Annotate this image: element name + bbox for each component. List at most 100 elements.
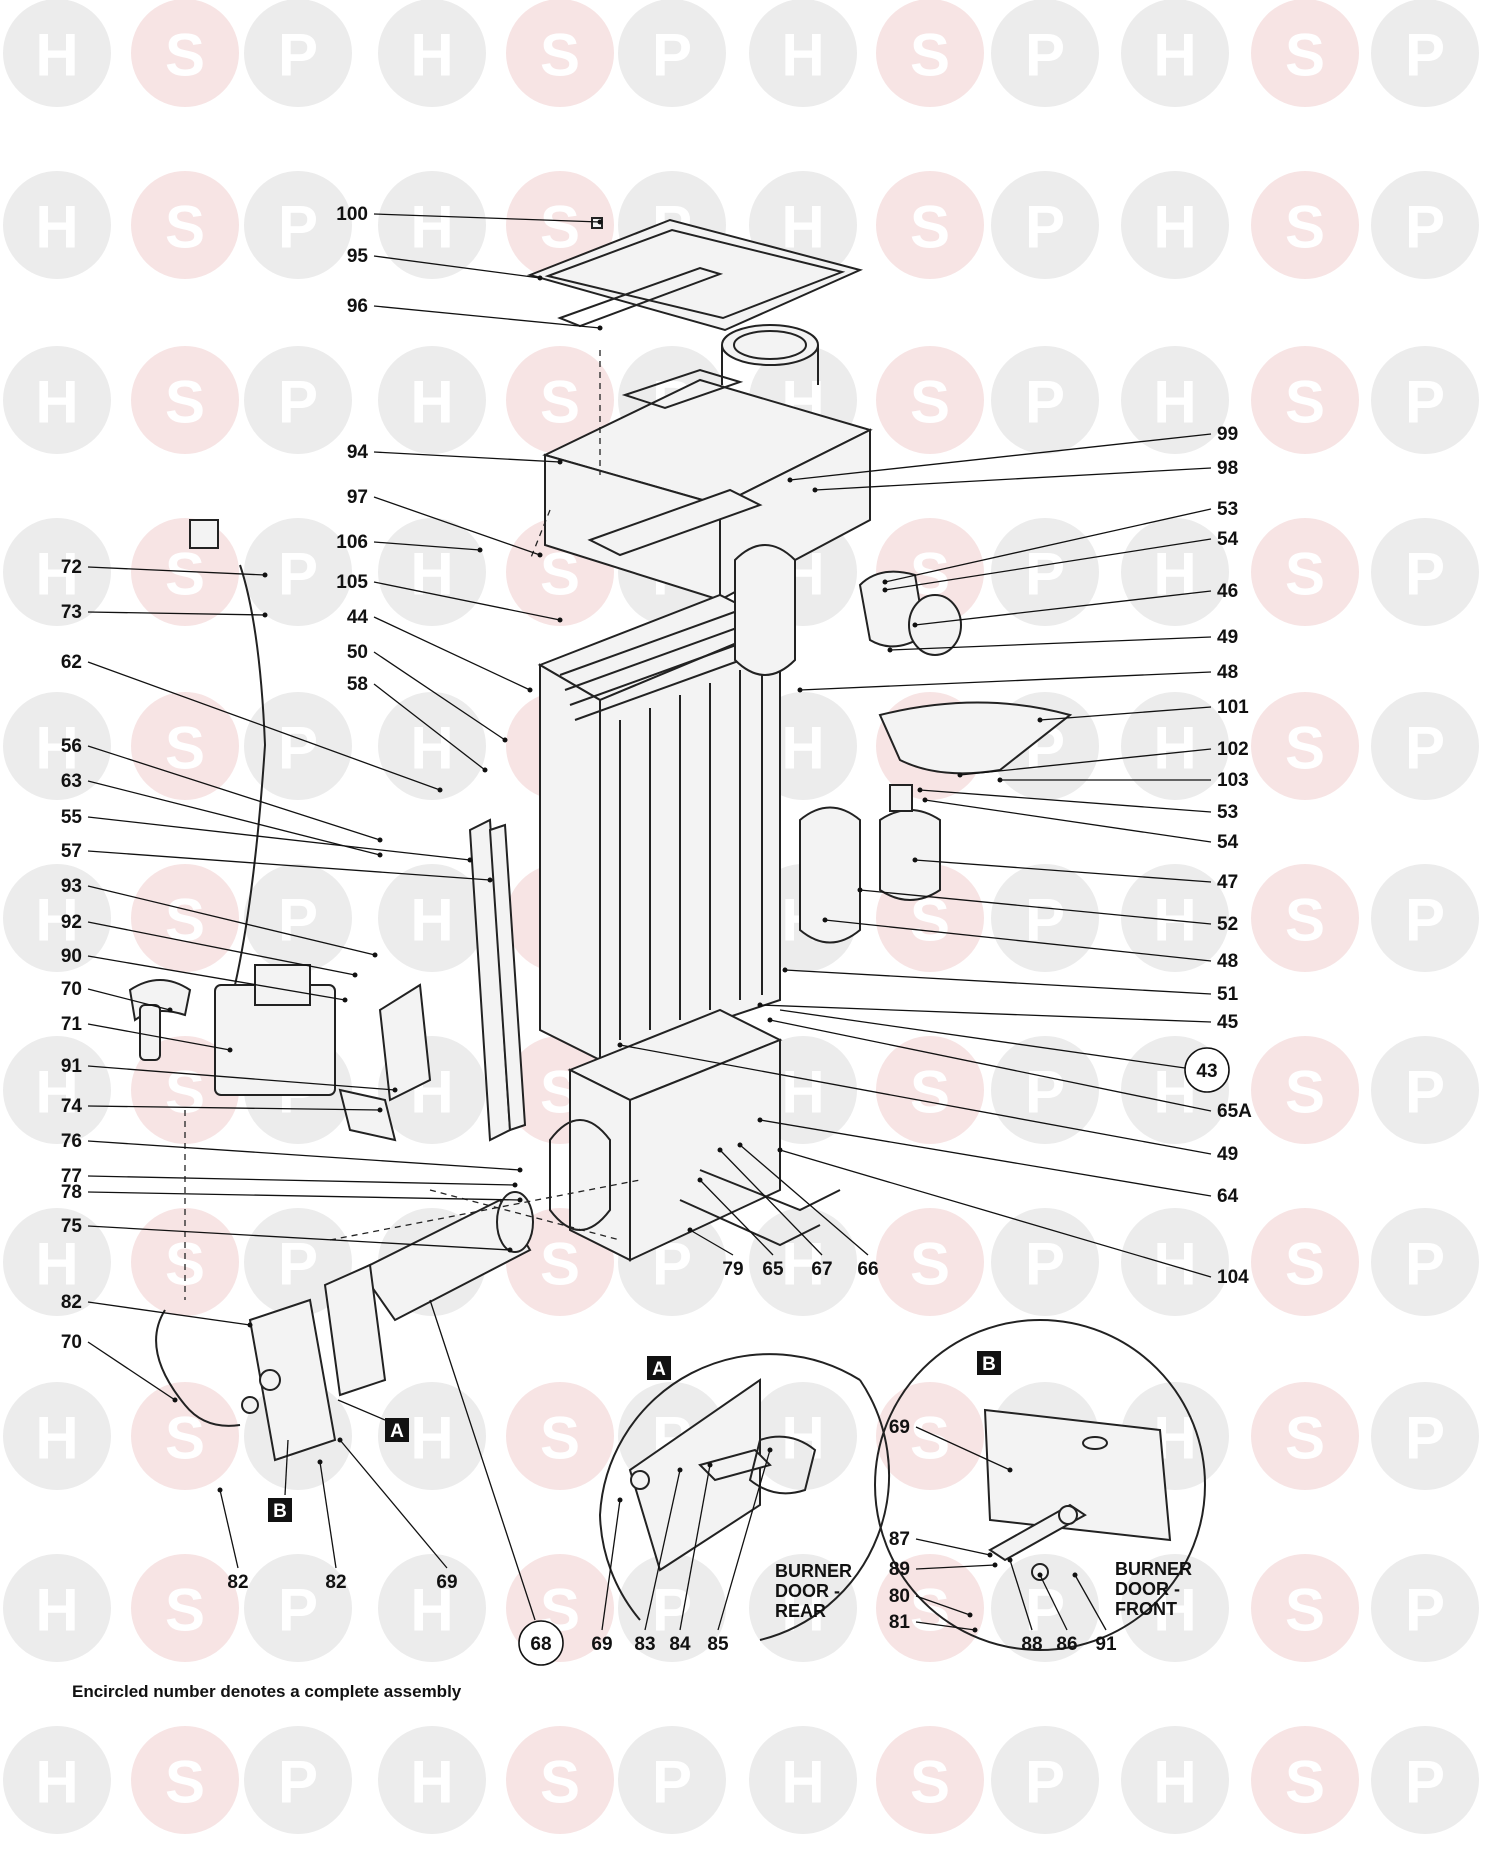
label-inset-a-83: 83 [634,1634,655,1655]
leader-dot [882,587,888,593]
leader-dot [922,797,928,803]
watermark-circle [131,1208,239,1316]
watermark-circle [131,1726,239,1834]
watermark-circle [1371,692,1479,800]
watermark-letter: P [1405,22,1445,89]
watermark-tile: P [1371,1208,1479,1316]
watermark-letter: S [1285,541,1325,608]
watermark-letter: P [1405,541,1445,608]
leader-line [915,1426,1011,1471]
leader-line [87,988,171,1011]
watermark-circle [3,346,111,454]
watermark-tile: S [506,346,614,454]
watermark-circle [1251,171,1359,279]
watermark-circle [378,1726,486,1834]
leader-dot [537,275,543,281]
label-69: 69 [436,1572,457,1593]
leader-dot [767,1017,773,1023]
watermark-letter: S [1285,1405,1325,1472]
watermark-tile: P [1371,1382,1479,1490]
leader-line [373,683,486,771]
label-96: 96 [347,296,368,317]
label-102: 102 [1217,739,1249,760]
label-90: 90 [61,946,82,967]
watermark-letter: P [1405,1749,1445,1816]
label-50: 50 [347,642,368,663]
watermark-circle [378,346,486,454]
label-inset-b-69: 69 [889,1417,910,1438]
watermark-tile: P [1371,1036,1479,1144]
watermark-circle [991,1554,1099,1662]
label-100: 100 [336,204,368,225]
watermark-tile: P [1371,1554,1479,1662]
leader-dot [507,1247,513,1253]
watermark-tile: S [131,1036,239,1144]
watermark-letter: S [1285,369,1325,436]
watermark-circle [506,0,614,107]
leader-line [619,1044,1212,1155]
leader-dot [1072,1572,1078,1578]
watermark-circle [244,346,352,454]
label-56: 56 [61,736,82,757]
leader-line [689,1229,734,1256]
watermark-tile: P [244,171,352,279]
leader-line [799,671,1212,691]
watermark-circle [991,1726,1099,1834]
watermark-letter: H [781,1749,824,1816]
watermark-tile: S [131,1554,239,1662]
leader-line [959,748,1212,776]
leader-dot [687,1227,693,1233]
leader-line [429,1299,536,1621]
watermark-letter: H [35,715,78,782]
watermark-letter: S [165,1405,205,1472]
label-45: 45 [1217,1012,1239,1033]
leader-dot [487,877,493,883]
label-93: 93 [61,876,82,897]
leader-dot [597,219,603,225]
label-52: 52 [1217,914,1238,935]
watermark-circle [3,0,111,107]
watermark-letter: S [910,369,950,436]
watermark-circle [378,1382,486,1490]
watermark-letter: S [910,1059,950,1126]
watermark-tile: P [244,1726,352,1834]
watermark-tile: P [618,1726,726,1834]
watermark-letter: H [781,1059,824,1126]
leader-line [87,816,471,861]
heat-exchanger [537,488,783,1062]
leader-dot [857,887,863,893]
leader-lines [87,213,1212,1633]
watermark-letter: S [1285,1577,1325,1644]
leader-line [779,1009,1186,1069]
leader-dot [482,767,488,773]
watermark-letter: P [278,715,318,782]
label-48: 48 [1217,951,1238,972]
leader-dot [677,1467,683,1473]
leader-dot [317,1459,323,1465]
watermark-tile: S [876,346,984,454]
watermark-circle [378,171,486,279]
leader-line [87,611,266,616]
leader-dot [697,1177,703,1183]
leader-dot [557,459,563,465]
watermark-tile: P [1371,1726,1479,1834]
leader-line [884,508,1212,583]
watermark-circle [244,518,352,626]
watermark-tile: P [991,864,1099,972]
watermark-letter: P [1405,1231,1445,1298]
label-70: 70 [61,979,82,1000]
watermark-letter: H [35,887,78,954]
label-82: 82 [227,1572,248,1593]
leader-line [1009,1559,1033,1631]
watermark-letter: P [652,22,692,89]
watermark-circle [3,1036,111,1144]
watermark-letter: H [35,1059,78,1126]
watermark-tile: H [3,346,111,454]
label-47: 47 [1217,872,1238,893]
watermark-circle [618,1554,726,1662]
label-91: 91 [61,1056,83,1077]
label-49: 49 [1217,1144,1238,1165]
label-48: 48 [1217,662,1238,683]
callout-badge-a-label: A [390,1421,404,1442]
watermark-letter: S [540,22,580,89]
